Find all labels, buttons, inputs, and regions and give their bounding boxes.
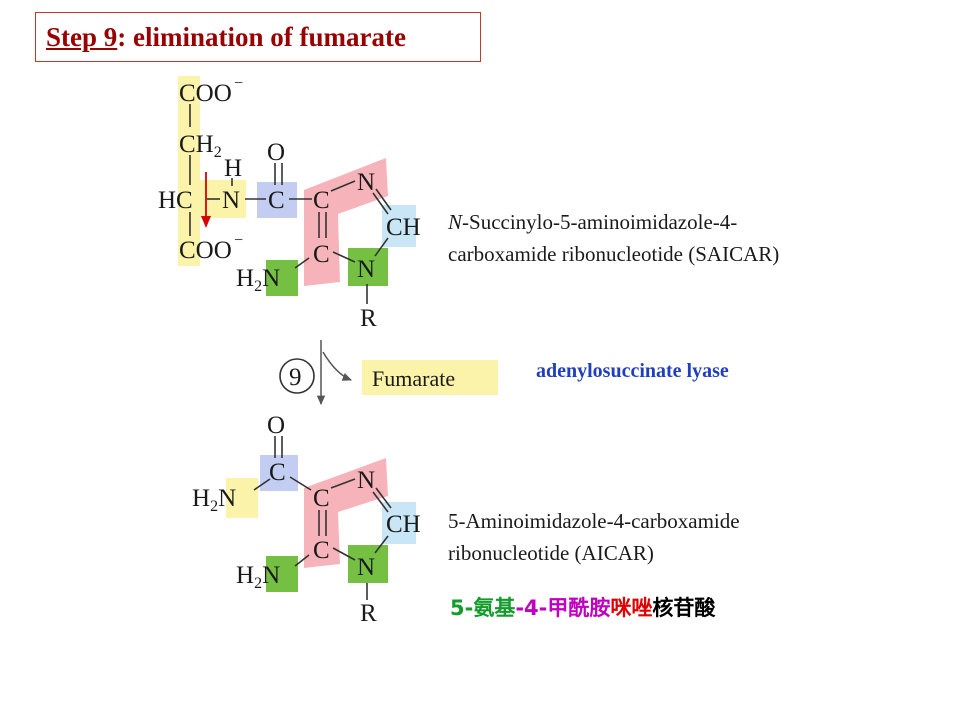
saicar-ring-c-bottom: C xyxy=(313,241,330,268)
saicar-charge-bottom: − xyxy=(234,232,243,249)
cn-part-position: -4- xyxy=(515,596,548,620)
saicar-r: R xyxy=(360,305,377,332)
saicar-ring-c-top: C xyxy=(313,187,330,214)
ring-pink-highlight xyxy=(304,158,388,286)
cn-part-imidazole: 咪唑 xyxy=(610,596,653,620)
enzyme-label: adenylosuccinate lyase xyxy=(536,360,729,382)
saicar-bonds xyxy=(189,104,392,304)
title-text: : elimination of fumarate xyxy=(117,21,406,52)
saicar-charge-top: − xyxy=(234,75,243,92)
aicar-ring-n-top: N xyxy=(357,467,375,494)
title-step: Step 9 xyxy=(46,21,118,52)
aicar-ring-n-highlight xyxy=(348,545,388,583)
title-box: Step 9: elimination of fumarate xyxy=(35,12,481,62)
carbonyl-c-highlight xyxy=(257,182,297,218)
saicar-name-line1: N-Succinylo-5-aminoimidazole-4- xyxy=(447,210,737,234)
aicar-ring-c-top: C xyxy=(313,485,330,512)
ring-ch-highlight xyxy=(382,205,416,247)
aicar-carbonyl-c: C xyxy=(269,459,286,486)
cn-part-ribonucleotide: 核苷酸 xyxy=(652,596,716,620)
saicar-ring-ch: CH xyxy=(386,214,421,241)
cn-part-number: 5- xyxy=(450,596,474,620)
aicar-name-line1: 5-Aminoimidazole-4-carboxamide xyxy=(448,509,740,533)
aicar-name-line2: ribonucleotide (AICAR) xyxy=(448,541,654,565)
byproduct-arrow xyxy=(322,351,352,381)
aicar-amide-nh2: H2N xyxy=(192,485,236,515)
saicar-carbonyl-o: O xyxy=(267,139,285,166)
aicar-ring-pink-highlight xyxy=(304,458,388,568)
saicar-hc: HC xyxy=(158,187,193,214)
saicar-highlights xyxy=(178,76,416,296)
saicar-ring-n-bottom: N xyxy=(357,256,375,283)
ring-n-highlight xyxy=(348,248,388,286)
fumarate-label: Fumarate xyxy=(372,366,455,391)
step-number-circle xyxy=(279,358,315,394)
aicar-atoms: O C H2N C N CH C N H2N R xyxy=(192,412,421,627)
step-number: 9 xyxy=(289,364,302,391)
saicar-coo-top: COO xyxy=(179,80,232,107)
aicar-carbonyl-o: O xyxy=(267,412,285,439)
saicar-atoms: COO − CH2 HC H N O C C N CH C N H2N COO … xyxy=(158,75,421,332)
fumarate-box xyxy=(362,360,498,395)
aicar-carbonyl-c-highlight xyxy=(260,455,298,491)
aicar-ring-ch: CH xyxy=(386,511,421,538)
reaction-step: 9 Fumarate xyxy=(279,340,498,406)
aicar-amide-n-highlight xyxy=(226,478,258,518)
saicar-ring-n-top: N xyxy=(357,169,375,196)
aicar-amino: H2N xyxy=(236,562,280,592)
saicar-amide-n: N xyxy=(222,187,240,214)
aicar-ring-c-bottom: C xyxy=(313,537,330,564)
aicar-ring-n-bottom: N xyxy=(357,554,375,581)
saicar-amide-h: H xyxy=(224,155,242,182)
chinese-name: 5-氨基-4-甲酰胺咪唑核苷酸 xyxy=(450,592,715,622)
saicar-coo-bottom: COO xyxy=(179,237,232,264)
aicar-bonds xyxy=(253,436,392,600)
saicar-carbonyl-c: C xyxy=(268,187,285,214)
saicar-ch2: CH2 xyxy=(179,131,222,161)
saicar-amino: H2N xyxy=(236,265,280,295)
aicar-r: R xyxy=(360,600,377,627)
cn-part-carboxamide: 甲酰胺 xyxy=(547,596,611,620)
aicar-amino-n-highlight xyxy=(266,556,298,592)
saicar-name-line2: carboxamide ribonucleotide (SAICAR) xyxy=(448,242,779,266)
aspartate-highlight xyxy=(178,76,200,266)
aicar-highlights xyxy=(226,455,416,592)
amino-n-highlight xyxy=(266,260,298,296)
cn-part-amino: 氨基 xyxy=(473,596,516,620)
cleavage-arrow-head xyxy=(201,216,211,228)
